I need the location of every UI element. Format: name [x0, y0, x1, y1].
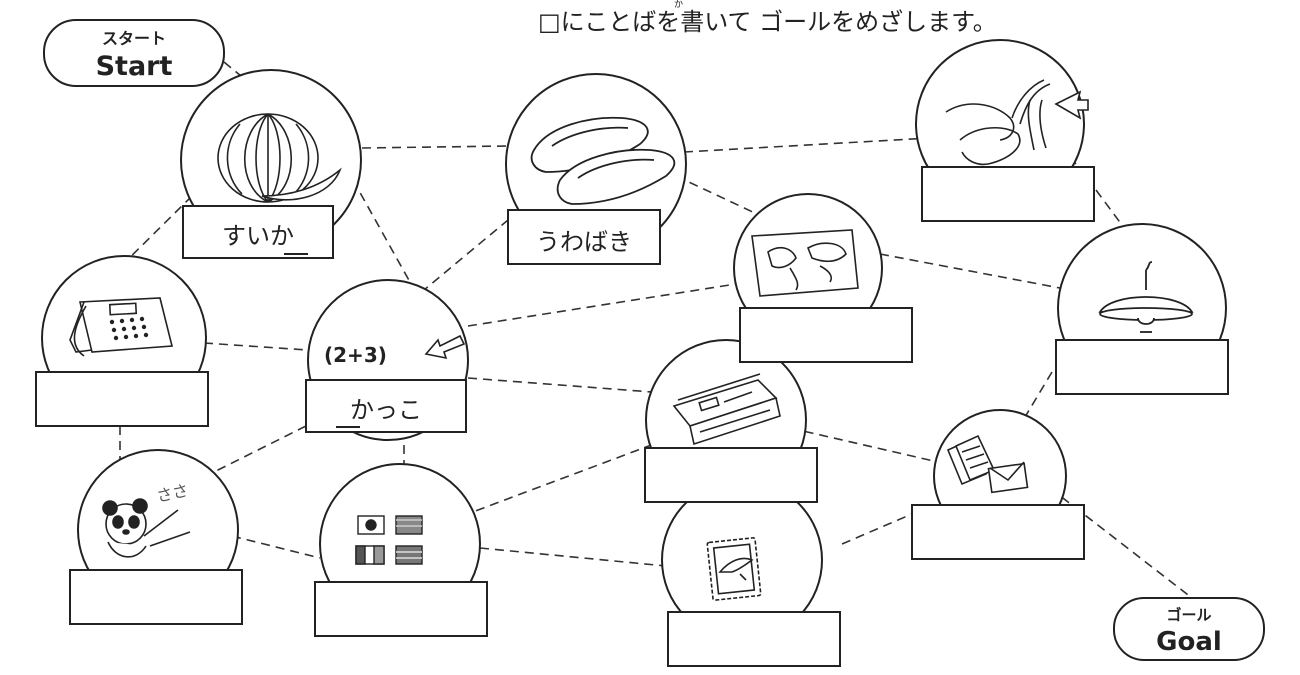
path-line — [411, 209, 521, 301]
word-watermelon: すいか — [222, 222, 294, 250]
path-line — [461, 443, 655, 517]
telephone-icon — [69, 297, 174, 357]
answer-box-stamp[interactable] — [667, 611, 841, 667]
letters-icon — [946, 434, 1029, 494]
path-line — [683, 137, 931, 153]
path-line — [789, 427, 939, 463]
start-bubble: スタート Start — [43, 19, 225, 87]
flags-icon — [355, 515, 423, 565]
answer-box-letters[interactable] — [911, 504, 1085, 560]
goal-label-jp: ゴール — [1166, 606, 1211, 624]
answer-box-map[interactable] — [739, 307, 913, 363]
world-map-icon — [751, 229, 859, 297]
parentheses-picture-text: (2+3) — [324, 343, 387, 367]
answer-box-phone[interactable] — [35, 371, 209, 427]
stamp-icon — [706, 537, 762, 601]
answer-box-shoes[interactable] — [507, 209, 661, 265]
panda-icon: ささ — [102, 481, 191, 558]
goal-label-en: Goal — [1156, 627, 1222, 657]
pencil-case-icon — [672, 373, 781, 446]
path-line — [231, 535, 321, 559]
broom-icon — [945, 79, 1089, 166]
path-line — [879, 253, 1061, 289]
word-shoes: うわばき — [536, 228, 632, 256]
start-label-jp: スタート — [102, 29, 166, 48]
answer-box-panda[interactable] — [69, 569, 243, 625]
path-line — [352, 179, 421, 301]
arrow-icon — [424, 334, 466, 360]
word-parentheses: かっこ — [350, 396, 422, 424]
svg-text:□にことばを書いて ゴールをめざします。: □にことばを書いて ゴールをめざします。 — [538, 8, 997, 36]
goal-bubble: ゴール Goal — [1113, 597, 1265, 661]
watermelon-icon — [217, 113, 342, 203]
answer-box-parentheses[interactable] — [305, 379, 467, 433]
ceiling-lamp-icon — [1098, 261, 1194, 333]
answer-box-watermelon[interactable] — [182, 205, 334, 259]
path-line — [479, 547, 667, 567]
instruction: □にことばを書いて ゴールをめざします。 か — [538, 0, 997, 36]
shoes-icon — [530, 116, 676, 205]
furigana: か — [674, 0, 683, 10]
start-label-en: Start — [96, 51, 173, 82]
answer-box-broom[interactable] — [921, 166, 1095, 222]
path-line — [203, 342, 309, 351]
path-line — [467, 283, 737, 327]
answer-box-lamp[interactable] — [1055, 339, 1229, 395]
path-line — [361, 145, 509, 149]
instruction-kanji: 書 — [680, 8, 704, 36]
parentheses-picture: (2+3) — [324, 334, 466, 367]
instruction-prefix: □にことばを — [538, 8, 680, 36]
answer-box-flags[interactable] — [314, 581, 488, 637]
instruction-suffix: いて ゴールをめざします。 — [704, 8, 997, 36]
answer-box-pencil-case[interactable] — [644, 447, 818, 503]
path-line — [1015, 371, 1053, 433]
path-line — [467, 377, 653, 393]
